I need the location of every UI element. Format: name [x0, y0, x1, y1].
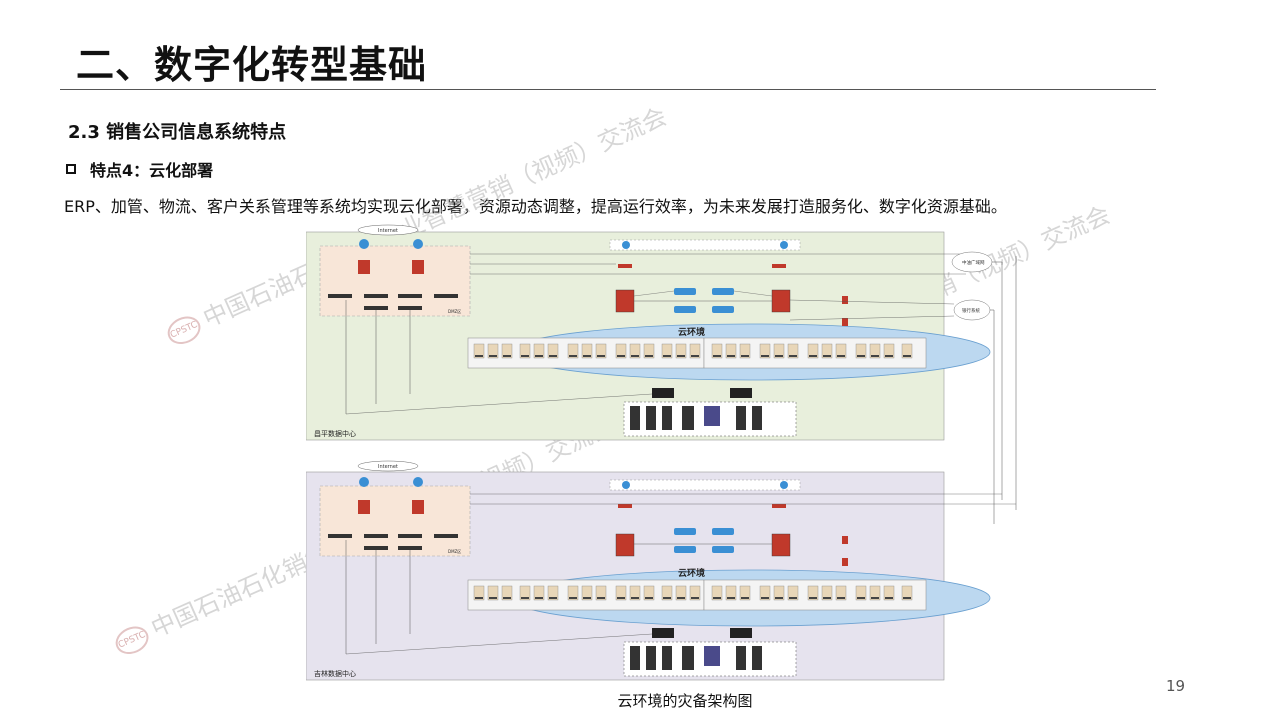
internet-cloud-icon	[357, 224, 419, 236]
title-divider	[60, 89, 1156, 90]
firewall-icon	[358, 500, 370, 514]
internet-label-bottom: Internet	[378, 464, 398, 470]
cpstc-logo-icon: CPSTC	[111, 621, 153, 660]
body-paragraph: ERP、加管、物流、客户关系管理等系统均实现云化部署，资源动态调整，提高运行效率…	[64, 197, 1007, 216]
firewall-icon	[412, 260, 424, 274]
internet-label-top: Internet	[378, 228, 398, 234]
figure-caption: 云环境的灾备架构图	[617, 692, 753, 710]
firewall-icon	[358, 260, 370, 274]
router-icon	[413, 239, 423, 249]
router-icon	[622, 481, 630, 489]
page-number: 19	[1166, 677, 1186, 695]
wan-label: 中油广域网	[962, 259, 985, 266]
core-switch-icon	[771, 289, 791, 313]
firewall-icon	[412, 500, 424, 514]
core-switch-icon	[771, 533, 791, 557]
section-heading: 2.3 销售公司信息系统特点	[68, 122, 287, 143]
router-icon	[622, 241, 630, 249]
bank-label: 银行系统	[962, 307, 980, 314]
slide-title: 二、数字化转型基础	[76, 43, 428, 87]
dmz-zone-top	[319, 245, 471, 317]
internet-cloud-icon	[357, 460, 419, 472]
square-bullet-icon	[66, 164, 76, 174]
router-icon	[359, 477, 369, 487]
cloud-label-bottom: 云环境	[678, 567, 705, 579]
router-icon	[413, 477, 423, 487]
dmz-label-top: DMZ区	[448, 309, 461, 314]
core-switch-icon	[615, 289, 635, 313]
core-switch-icon	[615, 533, 635, 557]
bottom-datacenter: DMZ区 Internet 云环境	[306, 460, 1016, 681]
router-icon	[359, 239, 369, 249]
dmz-label-bottom: DMZ区	[448, 549, 461, 554]
external-networks: 中油广域网 银行系统	[789, 251, 1017, 524]
bullet-text: 特点4：云化部署	[90, 161, 214, 180]
bullet-item: 特点4：云化部署	[66, 157, 213, 181]
router-icon	[780, 241, 788, 249]
dc-label-top: 昌平数据中心	[314, 429, 356, 438]
dr-architecture-diagram: DMZ区 Internet 云环境	[306, 224, 1017, 681]
dmz-zone-bottom	[319, 485, 471, 557]
cloud-label-top: 云环境	[678, 326, 705, 338]
top-datacenter: DMZ区 Internet 云环境	[306, 224, 991, 441]
router-icon	[780, 481, 788, 489]
cpstc-logo-icon: CPSTC	[163, 311, 205, 350]
dc-label-bottom: 吉林数据中心	[314, 669, 356, 678]
